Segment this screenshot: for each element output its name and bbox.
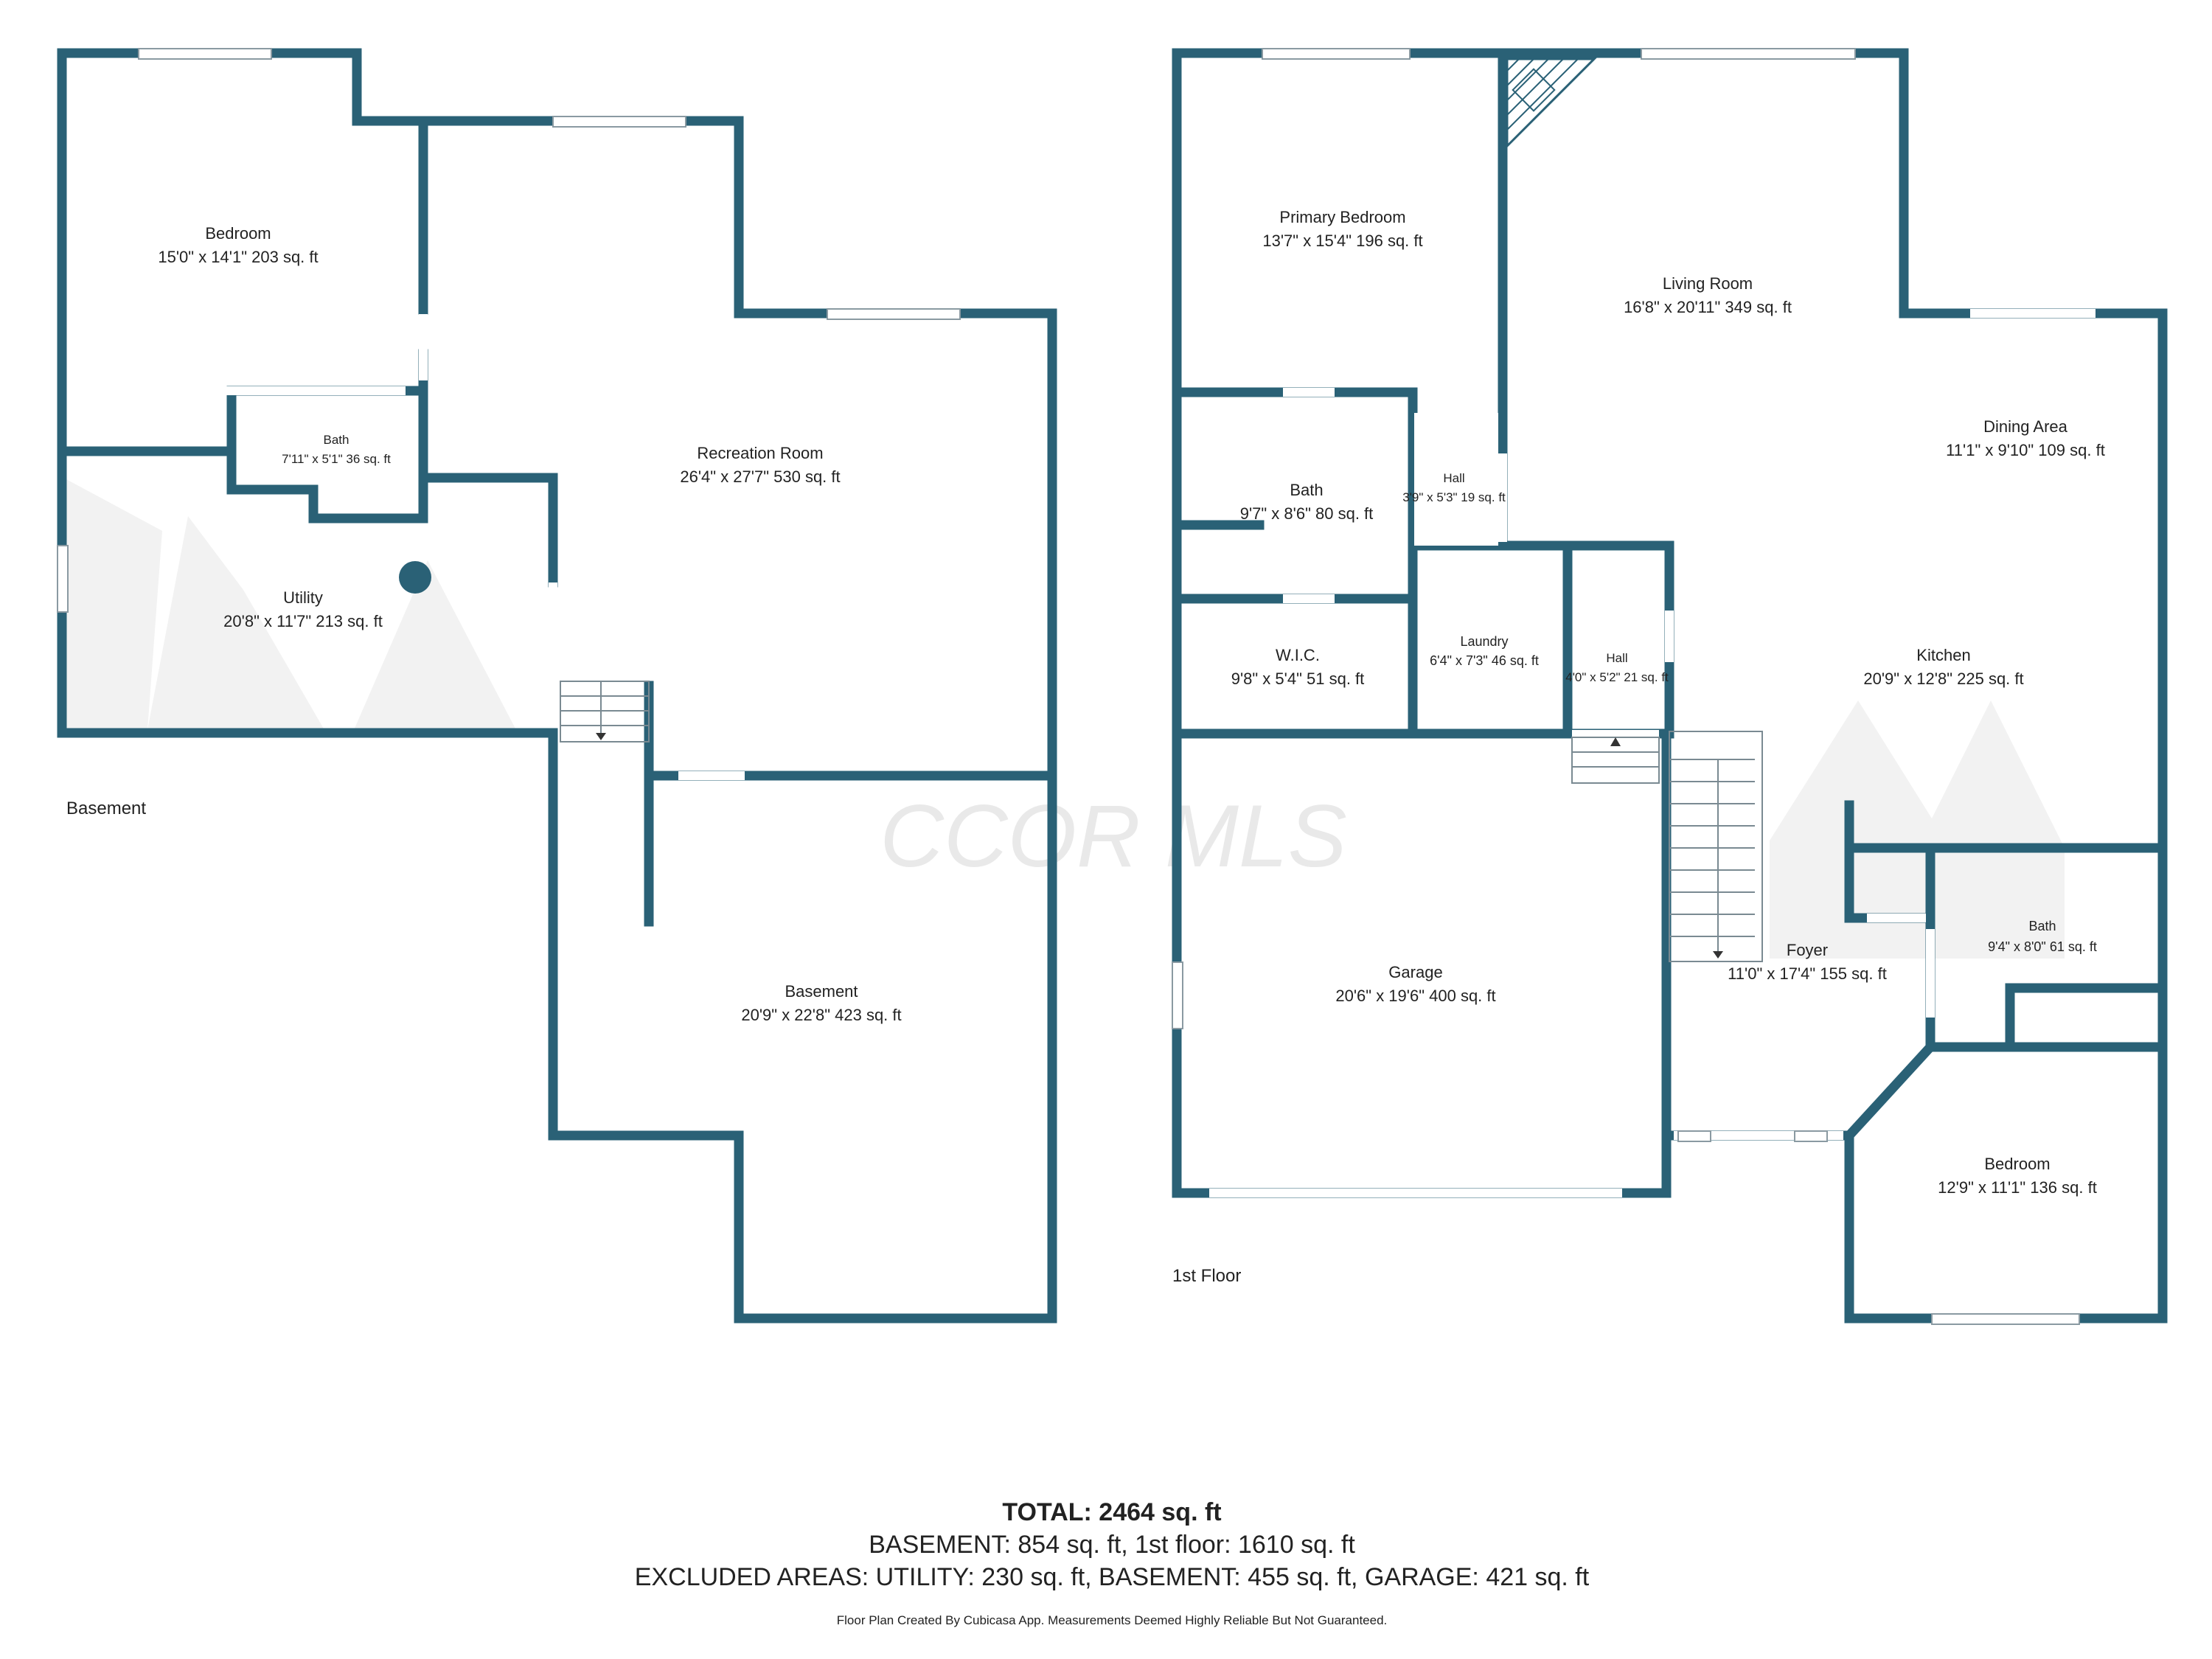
room-f-kitchen: Kitchen 20'9" x 12'8" 225 sq. ft [1863, 646, 2023, 688]
svg-text:20'8" x 11'7" 213 sq. ft: 20'8" x 11'7" 213 sq. ft [223, 612, 383, 630]
room-f-garage: Garage 20'6" x 19'6" 400 sq. ft [1335, 963, 1495, 1005]
excluded-areas: EXCLUDED AREAS: UTILITY: 230 sq. ft, BAS… [635, 1563, 1590, 1591]
watermark: CCOR MLS [880, 787, 1346, 886]
svg-text:16'8" x 20'11" 349 sq. ft: 16'8" x 20'11" 349 sq. ft [1624, 298, 1792, 316]
room-b-bath: Bath 7'11" x 5'1" 36 sq. ft [282, 433, 391, 466]
room-f-laundry: Laundry 6'4" x 7'3" 46 sq. ft [1430, 634, 1539, 668]
total-area: TOTAL: 2464 sq. ft [1002, 1498, 1221, 1526]
room-f-hall1: Hall 3'9" x 5'3" 19 sq. ft [1402, 471, 1506, 504]
room-b-utility: Utility 20'8" x 11'7" 213 sq. ft [223, 588, 383, 630]
room-f-foyer: Foyer 11'0" x 17'4" 155 sq. ft [1728, 941, 1887, 983]
svg-text:9'7" x 8'6" 80 sq. ft: 9'7" x 8'6" 80 sq. ft [1240, 504, 1374, 523]
svg-text:Foyer: Foyer [1787, 941, 1828, 959]
svg-text:Bedroom: Bedroom [1984, 1155, 2050, 1173]
room-f-dining: Dining Area 11'1" x 9'10" 109 sq. ft [1946, 417, 2105, 459]
room-b-bedroom: Bedroom 15'0" x 14'1" 203 sq. ft [158, 224, 318, 266]
basement-stairs [560, 681, 650, 742]
svg-text:Living Room: Living Room [1663, 274, 1753, 293]
svg-text:Bath: Bath [324, 433, 349, 447]
room-labels: Bedroom 15'0" x 14'1" 203 sq. ft Bath 7'… [158, 208, 2104, 1197]
area-breakdown: BASEMENT: 854 sq. ft, 1st floor: 1610 sq… [869, 1531, 1355, 1559]
svg-text:Bath: Bath [1290, 481, 1323, 499]
floor-label-basement: Basement [66, 799, 146, 818]
basement-plan: Basement [57, 48, 1057, 1324]
room-f-bedroom: Bedroom 12'9" x 11'1" 136 sq. ft [1938, 1155, 2097, 1197]
svg-text:9'8" x 5'4" 51 sq. ft: 9'8" x 5'4" 51 sq. ft [1231, 669, 1365, 688]
svg-text:Kitchen: Kitchen [1916, 646, 1970, 664]
svg-text:6'4" x 7'3" 46 sq. ft: 6'4" x 7'3" 46 sq. ft [1430, 653, 1539, 668]
svg-text:Primary Bedroom: Primary Bedroom [1279, 208, 1405, 226]
svg-text:20'9" x 22'8" 423 sq. ft: 20'9" x 22'8" 423 sq. ft [741, 1006, 901, 1024]
svg-text:15'0" x 14'1" 203 sq. ft: 15'0" x 14'1" 203 sq. ft [158, 248, 318, 266]
svg-text:11'0" x 17'4" 155 sq. ft: 11'0" x 17'4" 155 sq. ft [1728, 964, 1887, 983]
svg-text:7'11" x 5'1" 36 sq. ft: 7'11" x 5'1" 36 sq. ft [282, 452, 391, 466]
floor-label-first: 1st Floor [1172, 1266, 1241, 1286]
svg-text:20'6" x 19'6" 400 sq. ft: 20'6" x 19'6" 400 sq. ft [1335, 987, 1495, 1005]
room-f-bath2: Bath 9'4" x 8'0" 61 sq. ft [1988, 919, 2097, 954]
basement-outer-wall [57, 48, 1057, 1324]
svg-text:26'4" x 27'7" 530 sq. ft: 26'4" x 27'7" 530 sq. ft [680, 467, 840, 486]
disclaimer: Floor Plan Created By Cubicasa App. Meas… [837, 1613, 1388, 1627]
svg-text:Hall: Hall [1443, 471, 1464, 485]
svg-text:W.I.C.: W.I.C. [1276, 646, 1320, 664]
svg-text:20'9" x 12'8" 225 sq. ft: 20'9" x 12'8" 225 sq. ft [1863, 669, 2023, 688]
water-heater-icon [399, 561, 431, 594]
svg-text:13'7" x 15'4" 196 sq. ft: 13'7" x 15'4" 196 sq. ft [1262, 232, 1422, 250]
room-f-wic: W.I.C. 9'8" x 5'4" 51 sq. ft [1231, 646, 1365, 688]
svg-text:Recreation Room: Recreation Room [697, 444, 823, 462]
svg-text:Bedroom: Bedroom [205, 224, 271, 243]
svg-text:Garage: Garage [1388, 963, 1442, 981]
svg-text:Dining Area: Dining Area [1983, 417, 2068, 436]
svg-text:4'0" x 5'2" 21 sq. ft: 4'0" x 5'2" 21 sq. ft [1565, 670, 1669, 684]
svg-text:12'9" x 11'1" 136 sq. ft: 12'9" x 11'1" 136 sq. ft [1938, 1178, 2097, 1197]
fireplace-icon [1506, 58, 1597, 149]
svg-text:3'9" x 5'3" 19 sq. ft: 3'9" x 5'3" 19 sq. ft [1402, 490, 1506, 504]
svg-text:Basement: Basement [785, 982, 858, 1001]
room-b-recreation: Recreation Room 26'4" x 27'7" 530 sq. ft [680, 444, 840, 486]
svg-text:Hall: Hall [1606, 651, 1627, 665]
svg-text:Bath: Bath [2028, 919, 2056, 933]
room-f-living: Living Room 16'8" x 20'11" 349 sq. ft [1624, 274, 1792, 316]
first-floor-plan: 1st Floor [1172, 48, 2168, 1325]
first-floor-stairs [1571, 731, 1763, 962]
kitchen-shading [1770, 700, 2065, 959]
room-b-basement: Basement 20'9" x 22'8" 423 sq. ft [741, 982, 901, 1024]
footer: TOTAL: 2464 sq. ft BASEMENT: 854 sq. ft,… [635, 1498, 1590, 1627]
svg-text:Utility: Utility [283, 588, 323, 607]
room-f-primary: Primary Bedroom 13'7" x 15'4" 196 sq. ft [1262, 208, 1422, 250]
room-f-hall2: Hall 4'0" x 5'2" 21 sq. ft [1565, 651, 1669, 684]
svg-text:9'4" x 8'0" 61 sq. ft: 9'4" x 8'0" 61 sq. ft [1988, 939, 2097, 954]
room-f-bath1: Bath 9'7" x 8'6" 80 sq. ft [1240, 481, 1374, 523]
utility-shading [66, 479, 516, 730]
svg-text:11'1" x 9'10" 109 sq. ft: 11'1" x 9'10" 109 sq. ft [1946, 441, 2105, 459]
svg-text:Laundry: Laundry [1460, 634, 1508, 649]
